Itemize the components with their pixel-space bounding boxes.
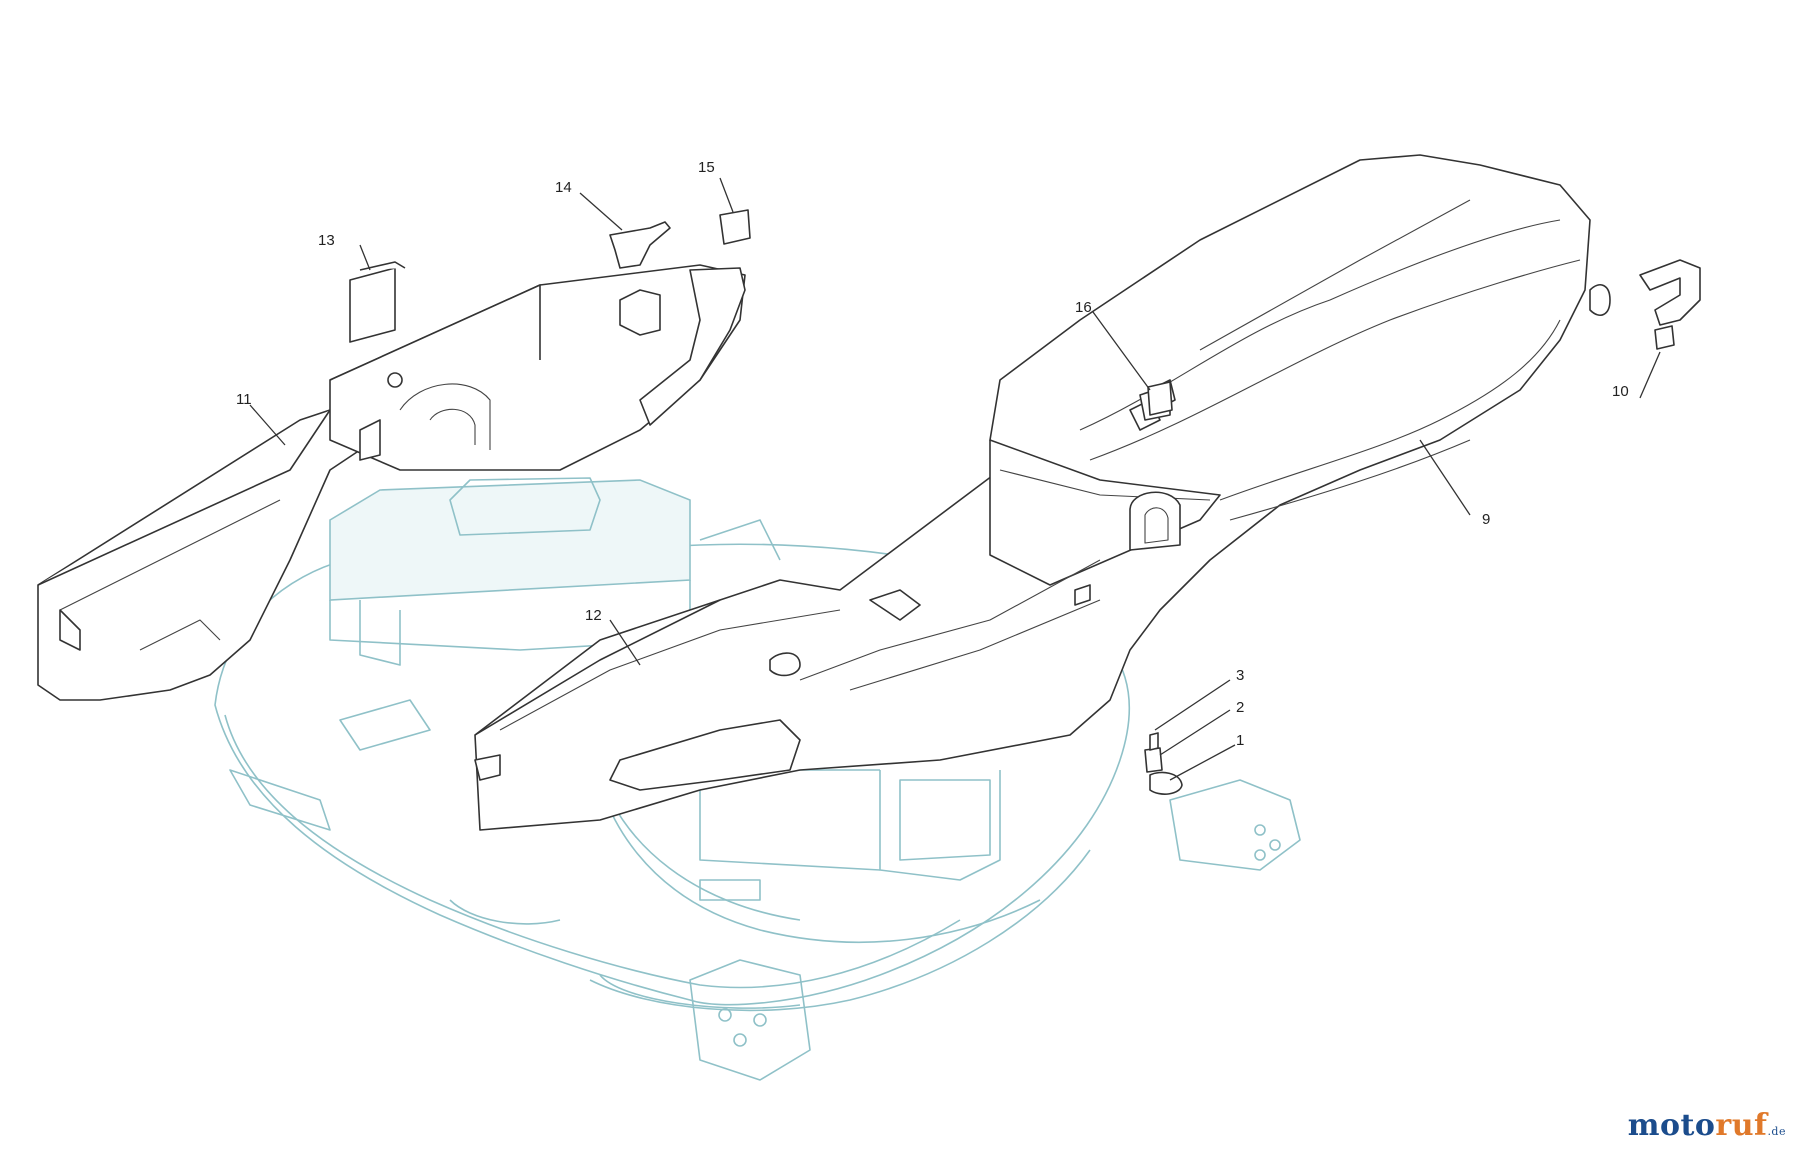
- callout-16: 16: [1075, 299, 1092, 316]
- brand-part3: .de: [1767, 1125, 1786, 1138]
- callout-1: 1: [1236, 732, 1244, 749]
- brand-part2: ruf: [1715, 1108, 1768, 1143]
- callout-13: 13: [318, 232, 335, 249]
- part-11-left-chute: [37, 264, 746, 701]
- callout-labels: 1 2 3 9 10 11 12 13 14 15 16: [236, 159, 1629, 749]
- part-12-9-main-chute: [474, 154, 1611, 831]
- callout-10: 10: [1612, 383, 1629, 400]
- leader-lines: [249, 177, 1661, 781]
- callout-14: 14: [555, 179, 572, 196]
- callout-12: 12: [585, 607, 602, 624]
- motoruf-watermark: motoruf.de: [1628, 1108, 1786, 1143]
- small-parts: [349, 209, 1701, 795]
- callout-9: 9: [1482, 511, 1490, 528]
- callout-11: 11: [236, 391, 252, 408]
- callout-15: 15: [698, 159, 715, 176]
- brand-part1: moto: [1627, 1108, 1716, 1143]
- callout-2: 2: [1236, 699, 1244, 716]
- callout-3: 3: [1236, 667, 1244, 684]
